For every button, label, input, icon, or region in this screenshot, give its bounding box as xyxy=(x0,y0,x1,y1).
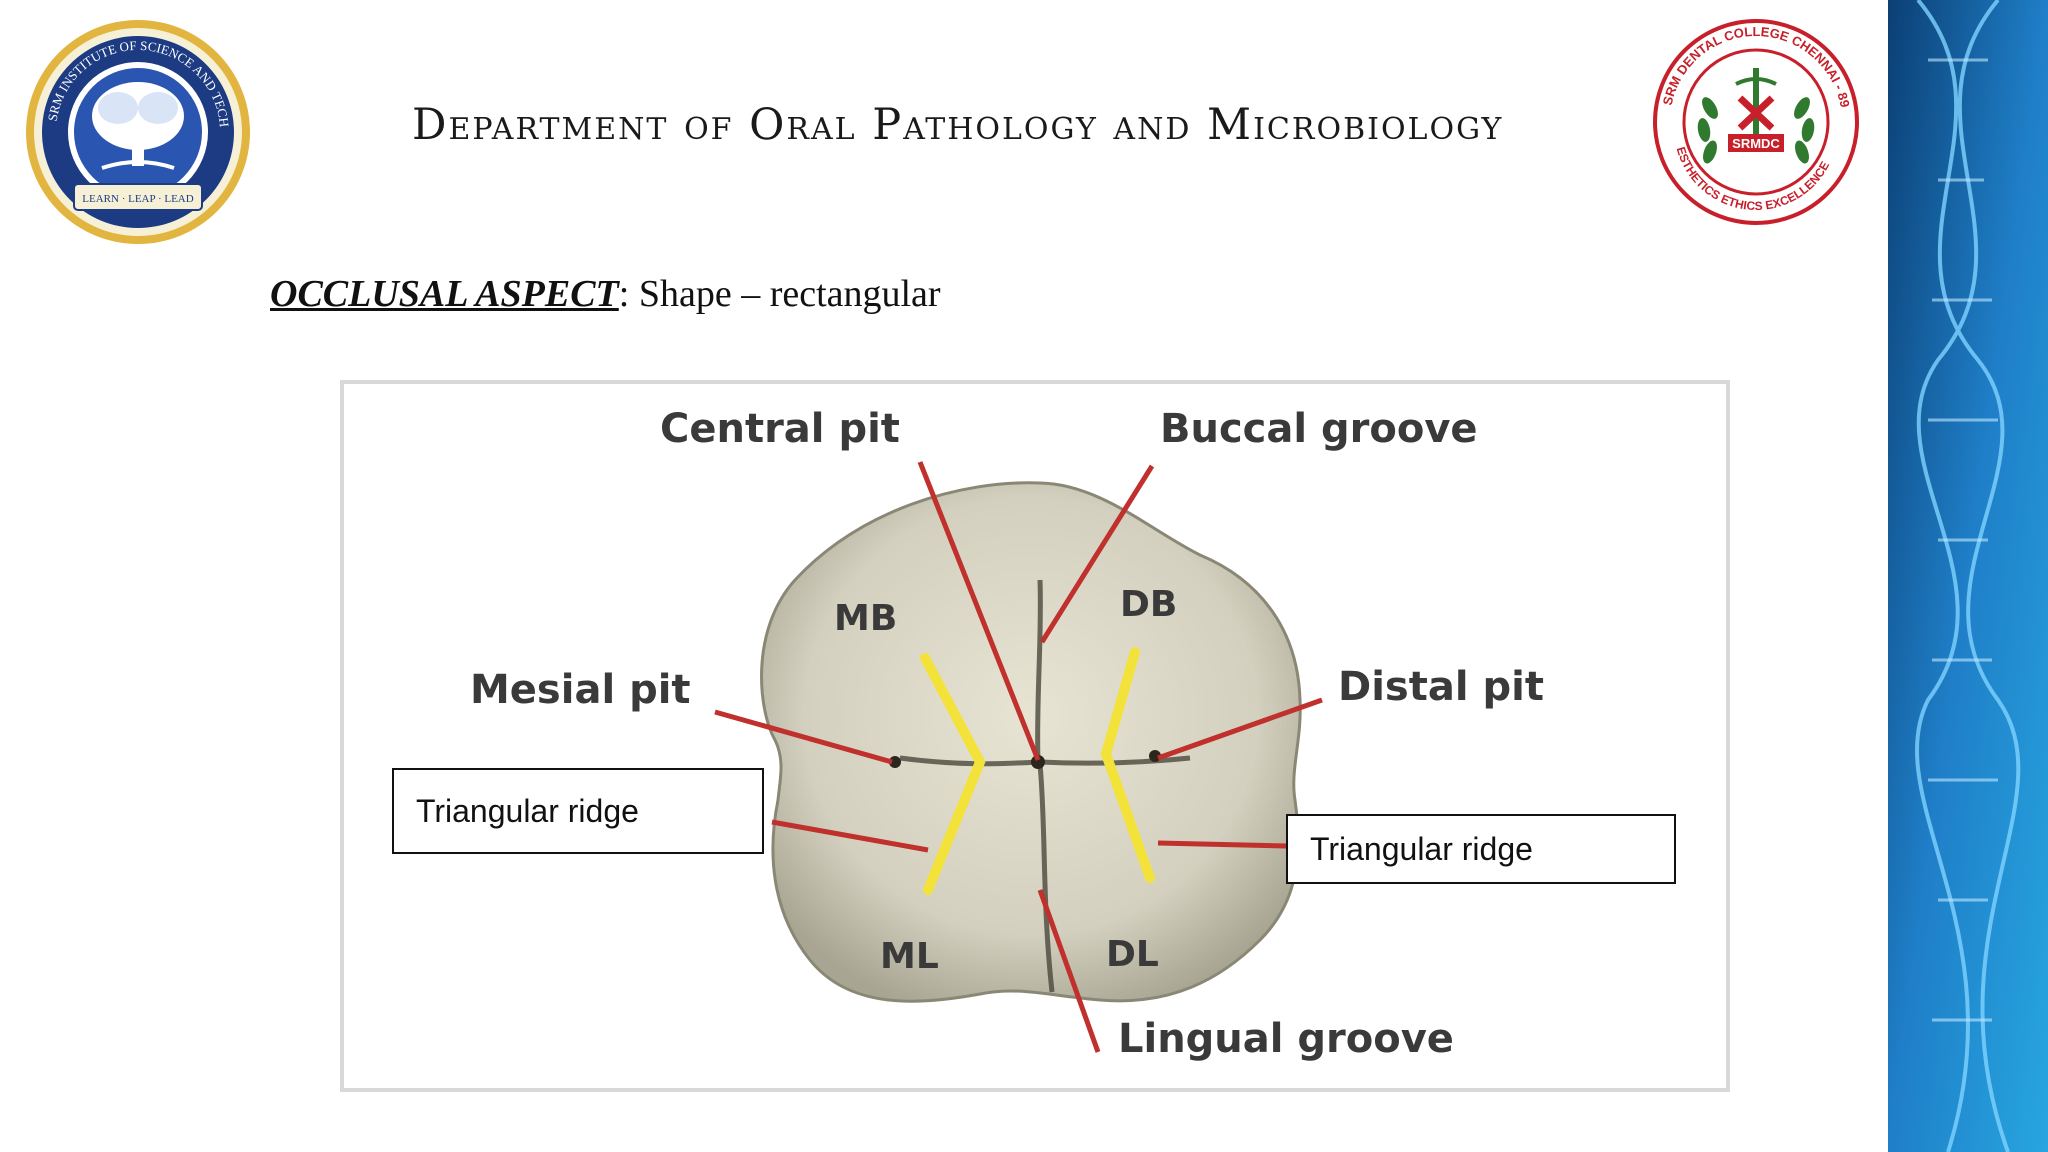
buccal-groove-label: Buccal groove xyxy=(1160,406,1478,452)
right-logo-center-text: SRMDC xyxy=(1732,136,1780,151)
dna-side-band xyxy=(1888,0,2048,1152)
tree-icon xyxy=(92,82,184,170)
mb-cusp-label: MB xyxy=(834,598,897,639)
occlusal-aspect-label: OCCLUSAL ASPECT xyxy=(270,273,619,315)
caduceus-icon xyxy=(1735,68,1777,138)
occlusal-aspect-heading: OCCLUSAL ASPECT: Shape – rectangular xyxy=(270,272,941,316)
shape-description: : Shape – rectangular xyxy=(618,273,941,315)
leader-lines xyxy=(714,461,1323,1053)
page-title: Department of Oral Pathology and Microbi… xyxy=(412,100,1504,150)
tooth-occlusal-diagram: Central pit Buccal groove Mesial pit Dis… xyxy=(340,380,1730,1092)
triangular-ridge-box-right: Triangular ridge xyxy=(1286,814,1676,884)
triangular-ridge-box-left: Triangular ridge xyxy=(392,768,764,854)
pit-markers xyxy=(889,750,1161,769)
srm-dental-college-logo: SRM DENTAL COLLEGE CHENNAI - 89 ESTHETIC… xyxy=(1653,19,1859,225)
triangular-ridge-lines xyxy=(920,647,1155,895)
ml-cusp-label: ML xyxy=(880,936,939,977)
left-logo-motto: LEARN · LEAP · LEAD xyxy=(82,193,193,205)
dl-cusp-label: DL xyxy=(1106,934,1159,975)
lingual-groove-label: Lingual groove xyxy=(1118,1016,1454,1062)
mesial-pit-label: Mesial pit xyxy=(470,667,691,713)
srm-institute-logo: LEARN · LEAP · LEAD SRM INSTITUTE OF SCI… xyxy=(22,16,250,244)
distal-pit-label: Distal pit xyxy=(1338,664,1544,710)
db-cusp-label: DB xyxy=(1120,584,1177,625)
central-pit-label: Central pit xyxy=(660,406,900,452)
laurel-icon xyxy=(1697,97,1815,164)
